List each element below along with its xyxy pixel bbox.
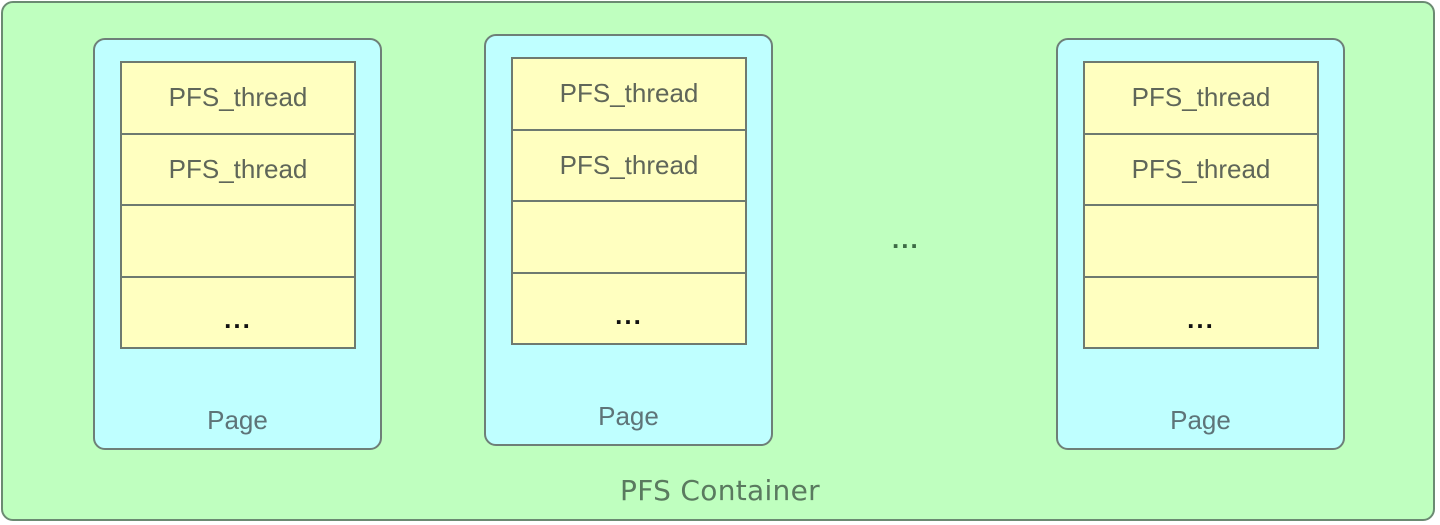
- ellipsis-slot: ...: [615, 299, 643, 330]
- ellipsis-slot: ...: [1187, 303, 1215, 334]
- thread-slot-list: PFS_thread PFS_thread ...: [1083, 61, 1319, 349]
- container-label: PFS Container: [620, 474, 820, 507]
- empty-slot: [513, 202, 745, 274]
- thread-slot: PFS_thread: [1085, 63, 1317, 135]
- ellipsis-slot: ...: [224, 303, 252, 334]
- empty-slot: [122, 206, 354, 278]
- more-pages-ellipsis: ...: [892, 224, 920, 254]
- page-label: Page: [1170, 405, 1231, 435]
- page-label: Page: [207, 405, 268, 435]
- page-box: PFS_thread PFS_thread ... Page: [1056, 38, 1345, 450]
- thread-slot: PFS_thread: [122, 135, 354, 206]
- thread-slot: PFS_thread: [122, 63, 354, 135]
- page-box: PFS_thread PFS_thread ... Page: [93, 38, 382, 450]
- empty-slot: [1085, 206, 1317, 278]
- thread-slot: PFS_thread: [513, 59, 745, 131]
- page-label: Page: [598, 401, 659, 431]
- thread-slot: PFS_thread: [513, 131, 745, 202]
- thread-slot-list: PFS_thread PFS_thread ...: [120, 61, 356, 349]
- page-box: PFS_thread PFS_thread ... Page: [484, 34, 773, 446]
- thread-slot: PFS_thread: [1085, 135, 1317, 206]
- thread-slot-list: PFS_thread PFS_thread ...: [511, 57, 747, 345]
